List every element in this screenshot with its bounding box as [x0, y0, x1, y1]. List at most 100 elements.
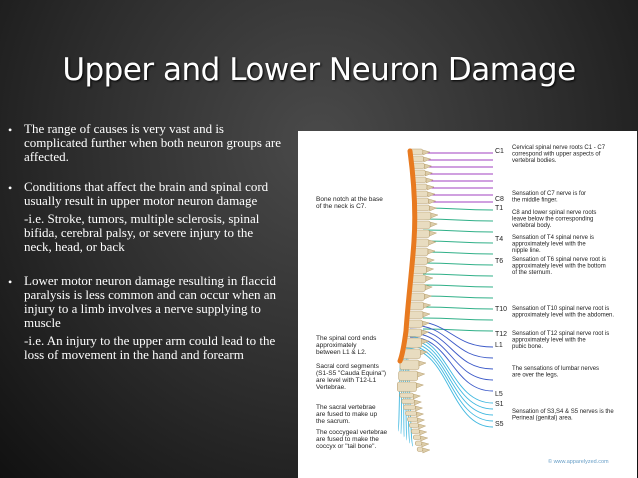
note-cord-ends: The spinal cord ends approximately betwe… — [316, 335, 378, 356]
bullet-example: -i.e. An injury to the upper arm could l… — [24, 333, 276, 362]
spine-illustration: Bone notch at the base of the neck is C7… — [316, 145, 614, 465]
vertebral-column — [397, 148, 439, 454]
spinous-process — [418, 360, 427, 367]
spinous-process — [419, 429, 428, 436]
nerve-root — [422, 295, 494, 299]
note-t10: Sensation of T10 spinal nerve root is ap… — [512, 306, 614, 319]
nerve-root — [422, 273, 494, 277]
bullet-item-lower-motor: • Lower motor neuron damage resulting in… — [8, 274, 283, 362]
note-coccygeal: The coccygeal vertebrae are fused to mak… — [316, 429, 389, 450]
spinous-process — [417, 371, 426, 378]
bullet-example: -i.e. Stroke, tumors, multiple sclerosis… — [24, 211, 260, 254]
spinous-process — [424, 284, 433, 291]
vertebra — [407, 416, 418, 422]
spinous-process — [427, 257, 436, 264]
level-t6: T6 — [495, 258, 503, 265]
vertebra — [415, 204, 430, 211]
note-t12: Sensation of T12 spinal nerve root is ap… — [512, 331, 611, 350]
vertebra — [397, 381, 417, 392]
note-cervical: Cervical spinal nerve roots C1 - C7 corr… — [512, 145, 607, 164]
level-s5: S5 — [495, 421, 504, 428]
spinous-process — [422, 311, 431, 318]
level-c8: C8 — [495, 196, 504, 203]
vertebra — [403, 404, 416, 410]
bullet-text: Lower motor neuron damage resulting in f… — [24, 273, 276, 330]
note-sacral-vertebrae: The sacral vertebrae are fused to make u… — [316, 404, 379, 425]
vertebra — [415, 440, 423, 446]
spinous-process — [423, 302, 432, 309]
spinous-process — [425, 177, 434, 184]
bullet-text: The range of causes is very vast and is … — [24, 121, 282, 164]
spinous-process — [422, 447, 431, 454]
nerve-root — [422, 284, 494, 288]
spinous-process — [426, 184, 435, 191]
vertebra — [413, 434, 422, 440]
nerve-root — [422, 218, 494, 222]
spinous-process — [429, 221, 438, 228]
spinous-process — [423, 156, 432, 163]
vertebra — [401, 398, 415, 404]
nerve-root — [422, 306, 494, 310]
vertebra — [416, 446, 424, 452]
spinous-process — [420, 349, 429, 356]
bullet-item-causes: • The range of causes is very vast and i… — [8, 122, 283, 164]
bullet-marker-icon: • — [8, 123, 13, 137]
spinous-process — [428, 198, 437, 205]
spinous-process — [425, 170, 434, 177]
watermark: © www.apparelyzed.com — [548, 458, 609, 465]
note-c7: Sensation of C7 nerve is for the middle … — [512, 191, 588, 204]
vertebra — [414, 211, 432, 220]
note-lumbar: The sensations of lumbar nerves are over… — [512, 366, 601, 379]
bullet-marker-icon: • — [8, 275, 13, 289]
spinous-process — [422, 320, 431, 327]
vertebra — [411, 428, 420, 434]
spinous-process — [429, 230, 438, 237]
spinous-process — [426, 266, 435, 273]
spinous-process — [430, 212, 439, 219]
bullet-item-upper-motor: • Conditions that affect the brain and s… — [8, 180, 283, 254]
spinous-process — [416, 411, 425, 418]
nerve-root — [422, 317, 494, 321]
spinous-process — [417, 417, 426, 424]
spinous-process — [427, 191, 436, 198]
level-l1: L1 — [495, 342, 503, 349]
nerve-root — [405, 344, 494, 422]
slide-title: Upper and Lower Neuron Damage — [62, 52, 576, 88]
spinous-process — [428, 239, 437, 246]
spinous-process — [427, 248, 436, 255]
level-t10: T10 — [495, 306, 507, 313]
spinous-process — [421, 329, 430, 336]
spinal-nerve-diagram: Bone notch at the base of the neck is C7… — [298, 131, 637, 478]
spinous-process — [420, 435, 429, 442]
nerve-root — [422, 262, 494, 266]
spinous-process — [416, 382, 425, 389]
spinous-process — [421, 338, 430, 345]
vertebra — [409, 422, 419, 428]
level-t1: T1 — [495, 205, 503, 212]
spinous-process — [429, 205, 438, 212]
bullet-marker-icon: • — [8, 181, 13, 195]
vertebra — [405, 410, 417, 416]
note-c8: C8 and lower spinal nerve roots leave be… — [512, 210, 598, 229]
spinous-process — [414, 399, 423, 406]
level-l5: L5 — [495, 391, 503, 398]
nerve-root — [422, 229, 494, 233]
spinous-process — [424, 293, 433, 300]
bullet-text: Conditions that affect the brain and spi… — [24, 179, 269, 208]
spinous-process — [418, 423, 427, 430]
spinous-process — [424, 163, 433, 170]
spinous-process — [425, 275, 434, 282]
note-bone-notch: Bone notch at the base of the neck is C7… — [316, 196, 385, 210]
spinous-process — [421, 441, 430, 448]
spinous-process — [413, 393, 422, 400]
level-s1: S1 — [495, 401, 504, 408]
vertebra — [399, 392, 414, 398]
level-c1: C1 — [495, 148, 504, 155]
spinal-cord — [397, 148, 418, 364]
level-t12: T12 — [495, 331, 507, 338]
level-t4: T4 — [495, 236, 503, 243]
vertebra — [399, 359, 420, 370]
note-t6: Sensation of T6 spinal nerve root is app… — [512, 257, 608, 276]
note-t4: Sensation of T4 spinal nerve is approxim… — [512, 235, 596, 254]
bullet-list: • The range of causes is very vast and i… — [8, 122, 283, 362]
